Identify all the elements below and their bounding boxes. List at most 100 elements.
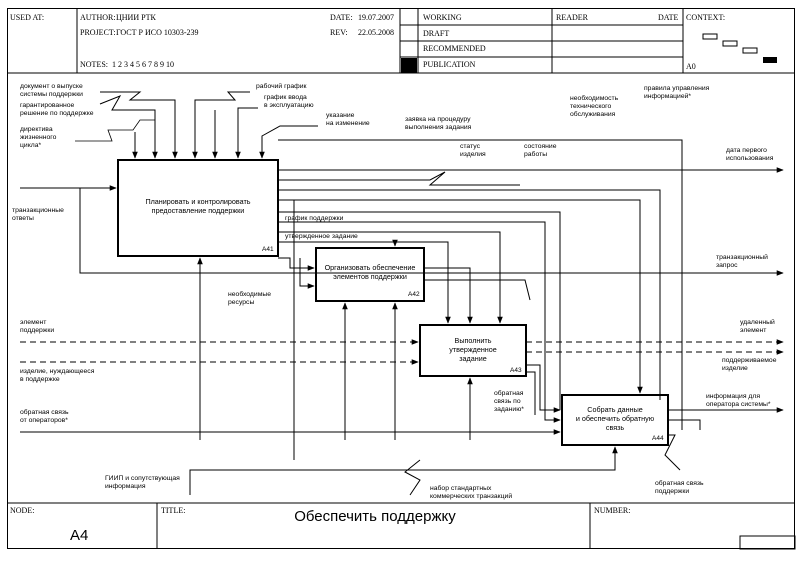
lbl-removed-1: удаленный bbox=[740, 318, 775, 326]
used-at-label: USED AT: bbox=[10, 13, 45, 22]
lbl-directive-1: директива bbox=[20, 126, 53, 133]
lbl-task-feedback-2: связь по bbox=[494, 398, 521, 405]
lbl-commissioning-1: график ввода bbox=[264, 94, 307, 101]
a43-line3: задание bbox=[459, 354, 486, 363]
lbl-task-feedback-3: заданию* bbox=[494, 406, 524, 413]
lbl-tr-responses-1: транзакционные bbox=[12, 207, 64, 214]
lbl-rules-2: информацией* bbox=[644, 92, 691, 100]
lbl-rules-1: правила управления bbox=[644, 85, 710, 92]
lbl-op-info-2: оператора системы* bbox=[706, 401, 771, 408]
lbl-gip-1: ГИИП и сопутствующая bbox=[105, 475, 180, 482]
lbl-tech-need-2: технического bbox=[570, 103, 611, 110]
lbl-commissioning-2: в эксплуатацию bbox=[264, 102, 314, 109]
date-value: 19.07.2007 bbox=[358, 13, 394, 22]
a42-line2: элементов поддержки bbox=[333, 272, 407, 281]
status-publication: PUBLICATION bbox=[423, 60, 476, 69]
lbl-work-schedule: рабочий график bbox=[256, 82, 307, 90]
box-a44 bbox=[561, 394, 669, 446]
a41-line1: Планировать и контролировать bbox=[145, 197, 250, 206]
lbl-doc-release-1: документ о выпуске bbox=[20, 83, 83, 90]
a41-id: A41 bbox=[262, 246, 274, 253]
lbl-std-2: коммерческих транзакций bbox=[430, 492, 512, 500]
a44-id: A44 bbox=[652, 435, 664, 442]
lbl-work-request-2: выполнения задания bbox=[405, 124, 472, 131]
lbl-std-1: набор стандартных bbox=[430, 484, 492, 492]
a43-line2: утвержденное bbox=[449, 345, 497, 354]
lbl-product-status-2: изделия bbox=[460, 151, 486, 158]
a44-line2: и обеспечить обратную bbox=[576, 414, 655, 423]
lbl-change-order-2: на изменение bbox=[326, 120, 370, 127]
a43-line1: Выполнить bbox=[455, 336, 492, 345]
project-value: ГОСТ Р ИСО 10303-239 bbox=[116, 28, 199, 37]
lbl-first-use-2: использования bbox=[726, 155, 774, 162]
notes-value: 1 2 3 4 5 6 7 8 9 10 bbox=[112, 60, 174, 69]
arrow-needed-resources bbox=[299, 258, 315, 289]
notes-label: NOTES: bbox=[80, 60, 108, 69]
box-a43 bbox=[419, 324, 527, 377]
lbl-resources-2: ресурсы bbox=[228, 299, 254, 306]
publication-marker bbox=[401, 58, 417, 73]
arrow-rules-loop bbox=[278, 139, 683, 430]
author-value: ЦНИИ РТК bbox=[116, 13, 156, 22]
lbl-directive-3: цикла* bbox=[20, 142, 41, 149]
lbl-gip-2: информация bbox=[105, 483, 146, 490]
page-title: Обеспечить поддержку bbox=[294, 508, 456, 525]
footer-grid bbox=[7, 502, 796, 550]
lbl-tr-request-2: запрос bbox=[716, 262, 738, 269]
lbl-work-status-1: состояние bbox=[524, 143, 557, 150]
lbl-supported-2: изделие bbox=[722, 365, 748, 372]
a42-id: A42 bbox=[408, 291, 420, 298]
a44-line1: Собрать данные bbox=[587, 405, 642, 414]
lbl-tech-need-1: необходимость bbox=[570, 94, 619, 102]
lbl-doc-release-2: системы поддержки bbox=[20, 91, 83, 98]
lbl-guaranteed-2: решение по поддержке bbox=[20, 110, 94, 117]
date-label: DATE: bbox=[330, 13, 353, 22]
context-highlight bbox=[763, 57, 777, 63]
reader-date-label: DATE bbox=[658, 13, 679, 22]
arrow-tech-need bbox=[259, 125, 318, 159]
arrow-transaction-request bbox=[79, 188, 784, 276]
lbl-product-needing-1: изделие, нуждающееся bbox=[20, 368, 95, 375]
lbl-removed-2: элемент bbox=[740, 327, 766, 334]
a42-line1: Организовать обеспечение bbox=[325, 263, 416, 272]
lbl-task-feedback-1: обратная bbox=[494, 389, 524, 397]
a44-line3: связь bbox=[606, 423, 625, 432]
project-label: PROJECT: bbox=[80, 28, 116, 37]
status-draft: DRAFT bbox=[423, 29, 450, 38]
lbl-tr-responses-2: ответы bbox=[12, 215, 34, 222]
lbl-support-schedule: график поддержки bbox=[285, 215, 344, 222]
a41-line2: предоставление поддержки bbox=[152, 206, 245, 215]
lbl-product-status-1: статус bbox=[460, 143, 481, 150]
lbl-support-fb-1: обратная связь bbox=[655, 479, 704, 487]
lbl-resources-1: необходимые bbox=[228, 290, 271, 298]
lbl-work-request-1: заявка на процедуру bbox=[405, 116, 471, 123]
lbl-tech-need-3: обслуживания bbox=[570, 110, 616, 118]
lbl-product-needing-2: в поддержке bbox=[20, 376, 60, 383]
arrow-labels: документ о выпуске системы поддержки гар… bbox=[12, 82, 777, 500]
arrow-approved-task bbox=[310, 239, 398, 247]
lbl-op-info-1: информация для bbox=[706, 393, 760, 400]
diagram-frame bbox=[7, 8, 795, 549]
reader-label: READER bbox=[556, 13, 588, 22]
status-working: WORKING bbox=[423, 13, 462, 22]
lbl-supported-1: поддерживаемое bbox=[722, 357, 777, 364]
context-node: A0 bbox=[686, 62, 696, 71]
lbl-approved-task: утвержденное задание bbox=[285, 233, 358, 240]
box-a42 bbox=[315, 247, 425, 302]
context-label: CONTEXT: bbox=[686, 13, 726, 22]
title-label: TITLE: bbox=[161, 506, 186, 515]
arrow-gip-info bbox=[189, 446, 618, 495]
lbl-tr-request-1: транзакционный bbox=[716, 253, 768, 261]
lbl-op-feedback-2: от операторов* bbox=[20, 417, 68, 424]
lbl-directive-2: жизненного bbox=[20, 134, 57, 141]
lbl-change-order-1: указание bbox=[326, 112, 355, 119]
lbl-first-use-1: дата первого bbox=[726, 147, 767, 154]
rev-value: 22.05.2008 bbox=[358, 28, 394, 37]
node-value: A4 bbox=[70, 527, 89, 544]
lbl-guaranteed-1: гарантированное bbox=[20, 102, 74, 109]
arrow-support-schedule bbox=[278, 231, 503, 324]
rev-label: REV: bbox=[330, 28, 348, 37]
a43-id: A43 bbox=[510, 367, 522, 374]
lbl-op-feedback-1: обратная связь bbox=[20, 408, 69, 416]
